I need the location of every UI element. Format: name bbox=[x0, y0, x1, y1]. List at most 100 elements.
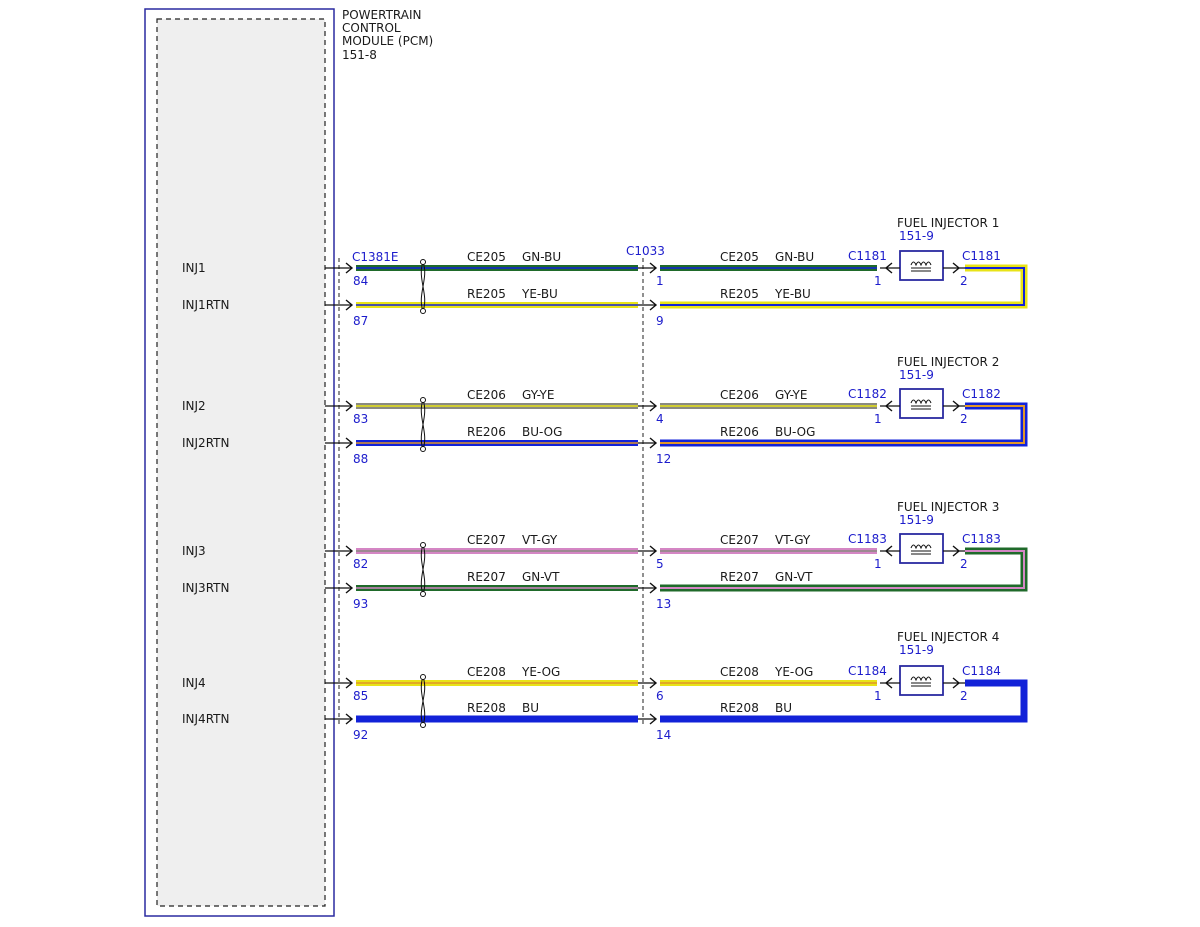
pin-name-inj3: INJ3 bbox=[182, 544, 206, 558]
pin-name-inj3rtn: INJ3RTN bbox=[182, 581, 229, 595]
pcm-pin-93: 93 bbox=[353, 597, 368, 611]
inline-pin-9: 9 bbox=[656, 314, 664, 328]
pin-name-inj2: INJ2 bbox=[182, 399, 206, 413]
pcm-pin-88: 88 bbox=[353, 452, 368, 466]
pcm-pin-arrow bbox=[345, 582, 354, 594]
circuit-id: CE208 bbox=[720, 665, 759, 679]
injector-pin-arrow bbox=[952, 677, 961, 689]
injector-connector-in: C1182 bbox=[848, 387, 887, 401]
injector-title: FUEL INJECTOR 1 bbox=[897, 216, 999, 230]
injector-ref: 151-9 bbox=[899, 643, 934, 657]
twisted-pair-end bbox=[420, 591, 426, 597]
pcm-pin-arrow bbox=[345, 400, 354, 412]
wire-color: GY-YE bbox=[775, 388, 807, 402]
wire-color: VT-GY bbox=[522, 533, 558, 547]
circuit-id: CE207 bbox=[720, 533, 759, 547]
circuit-id: RE206 bbox=[720, 425, 759, 439]
pin-name-inj4rtn: INJ4RTN bbox=[182, 712, 229, 726]
injector-body bbox=[899, 665, 944, 696]
wire-re206-loop-stripe bbox=[660, 405, 1025, 444]
circuit-id: CE208 bbox=[467, 665, 506, 679]
injector-ref: 151-9 bbox=[899, 513, 934, 527]
wire-color: VT-GY bbox=[775, 533, 811, 547]
coil-icon bbox=[910, 544, 932, 550]
pin-name-inj4: INJ4 bbox=[182, 676, 206, 690]
pcm-title-line-2: CONTROL bbox=[342, 21, 401, 35]
wire-re206-loop bbox=[660, 402, 1028, 447]
injector-body bbox=[899, 250, 944, 281]
injector-pin-1: 1 bbox=[874, 412, 882, 426]
injector-pin-2: 2 bbox=[960, 412, 968, 426]
wire-color: GY-YE bbox=[522, 388, 554, 402]
twisted-pair-end bbox=[420, 674, 426, 680]
injector-connector-out: C1181 bbox=[962, 249, 1001, 263]
wire-color: GN-BU bbox=[522, 250, 561, 264]
injector-pin-arrow bbox=[952, 400, 961, 412]
inline-pin-12: 12 bbox=[656, 452, 671, 466]
circuit-id: CE207 bbox=[467, 533, 506, 547]
injector-pin-2: 2 bbox=[960, 557, 968, 571]
injector-pin-2: 2 bbox=[960, 274, 968, 288]
pcm-ref: 151-8 bbox=[342, 48, 377, 62]
twisted-pair-symbol bbox=[420, 676, 426, 726]
pin-name-inj2rtn: INJ2RTN bbox=[182, 436, 229, 450]
pcm-pin-82: 82 bbox=[353, 557, 368, 571]
injector-pin-arrow bbox=[884, 400, 893, 412]
pcm-pin-arrow bbox=[345, 299, 354, 311]
pcm-pin-92: 92 bbox=[353, 728, 368, 742]
injector-connector-in: C1183 bbox=[848, 532, 887, 546]
pcm-pin-arrow bbox=[345, 262, 354, 274]
injector-title: FUEL INJECTOR 2 bbox=[897, 355, 999, 369]
circuit-id: RE207 bbox=[720, 570, 759, 584]
injector-pin-1: 1 bbox=[874, 689, 882, 703]
inline-connector-label: C1033 bbox=[626, 244, 665, 258]
wire-color: BU-OG bbox=[522, 425, 562, 439]
pcm-pin-arrow bbox=[345, 677, 354, 689]
twisted-pair-end bbox=[420, 542, 426, 548]
twisted-pair-end bbox=[420, 397, 426, 403]
pin-name-inj1rtn: INJ1RTN bbox=[182, 298, 229, 312]
pcm-pin-85: 85 bbox=[353, 689, 368, 703]
pcm-pin-87: 87 bbox=[353, 314, 368, 328]
wire-color: GN-VT bbox=[775, 570, 813, 584]
pcm-pin-arrow bbox=[345, 713, 354, 725]
injector-pin-arrow bbox=[884, 545, 893, 557]
injector-body bbox=[899, 388, 944, 419]
pcm-pin-83: 83 bbox=[353, 412, 368, 426]
injector-pin-1: 1 bbox=[874, 274, 882, 288]
inline-pin-1: 1 bbox=[656, 274, 664, 288]
circuit-id: RE207 bbox=[467, 570, 506, 584]
injector-connector-out: C1184 bbox=[962, 664, 1001, 678]
wire-color: YE-BU bbox=[521, 287, 558, 301]
circuit-id: RE206 bbox=[467, 425, 506, 439]
inline-pin-5: 5 bbox=[656, 557, 664, 571]
injector-connector-in: C1181 bbox=[848, 249, 887, 263]
wire-color: GN-VT bbox=[522, 570, 560, 584]
circuit-id: RE208 bbox=[720, 701, 759, 715]
pcm-pin-arrow bbox=[345, 437, 354, 449]
pcm-pin-arrow bbox=[345, 545, 354, 557]
wire-color: YE-BU bbox=[774, 287, 811, 301]
injector-connector-out: C1182 bbox=[962, 387, 1001, 401]
wire-re205-loop bbox=[660, 264, 1028, 309]
injector-connector-out: C1183 bbox=[962, 532, 1001, 546]
pcm-connector-label: C1381E bbox=[352, 250, 399, 264]
twisted-pair-symbol bbox=[420, 544, 426, 595]
coil-icon bbox=[910, 399, 932, 405]
injector-pin-2: 2 bbox=[960, 689, 968, 703]
circuit-id: CE205 bbox=[467, 250, 506, 264]
injector-title: FUEL INJECTOR 4 bbox=[897, 630, 999, 644]
circuit-id: RE205 bbox=[467, 287, 506, 301]
wire-color: BU bbox=[522, 701, 539, 715]
injector-pin-arrow bbox=[884, 262, 893, 274]
circuit-id: RE205 bbox=[720, 287, 759, 301]
inline-pin-6: 6 bbox=[656, 689, 664, 703]
injector-ref: 151-9 bbox=[899, 368, 934, 382]
wire-color: YE-OG bbox=[521, 665, 560, 679]
pcm-pin-84: 84 bbox=[353, 274, 368, 288]
pcm-title-line-1: POWERTRAIN bbox=[342, 8, 422, 22]
twisted-pair-symbol bbox=[420, 399, 426, 450]
injector-pin-arrow bbox=[884, 677, 893, 689]
